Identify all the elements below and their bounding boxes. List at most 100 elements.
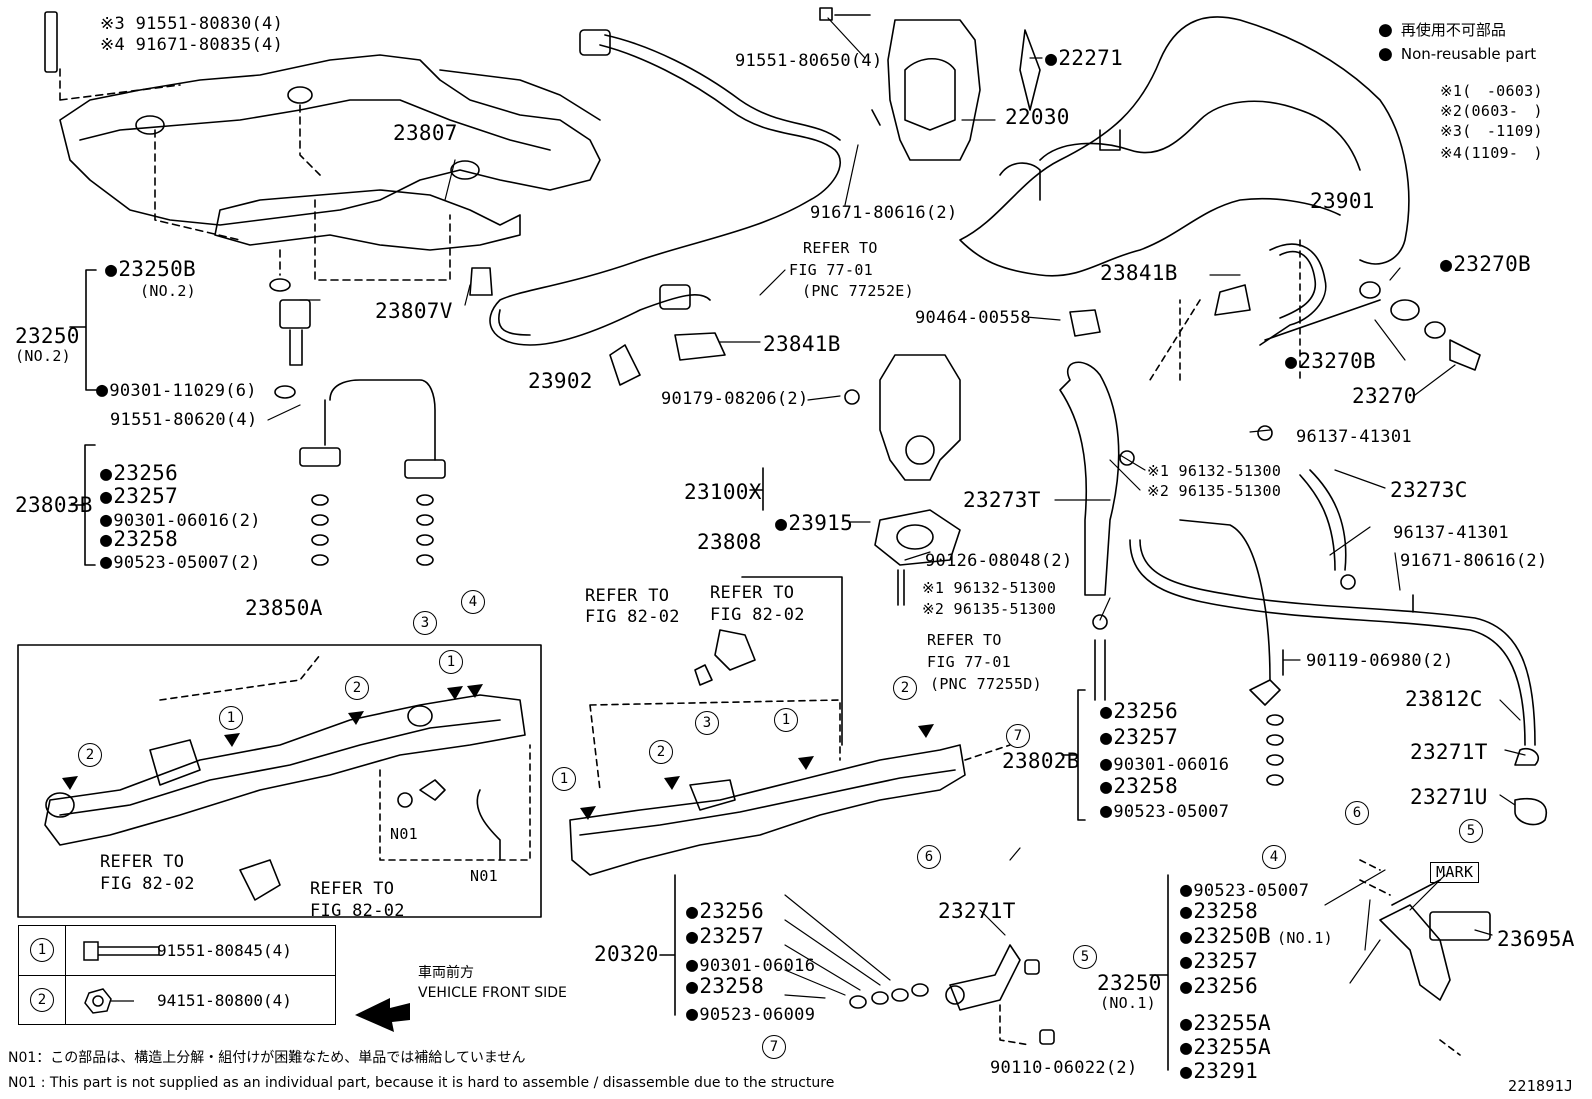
legend-text-ja: 再使用不可部品: [1400, 21, 1506, 39]
part-label: 22030: [1005, 105, 1070, 129]
box-23850A: [17, 644, 542, 918]
part-label: 23257: [1180, 950, 1258, 973]
part-label: 96137-41301: [1393, 523, 1509, 543]
part-label: 23257: [1100, 726, 1178, 749]
part-label: ※1 96132-51300: [922, 579, 1057, 597]
injector-rail-upper: [59, 54, 601, 226]
part-label: 90523-05007: [1180, 880, 1309, 901]
part-label: 23250B: [1180, 925, 1271, 948]
part-label: 90179-08206(2): [661, 389, 809, 409]
legend-text-en: Non-reusable part: [1400, 45, 1537, 63]
callout-1: 1: [439, 650, 463, 674]
part-label: N01: [470, 867, 498, 885]
part-label: 90110-06022(2): [990, 1058, 1138, 1078]
key-row: 2 94151-80800(4): [19, 975, 335, 1025]
part-label: 91671-80616(2): [810, 203, 958, 223]
part-label: 90301-06016(2): [100, 510, 261, 531]
callout-1: 1: [219, 706, 243, 730]
key-part-number: 94151-80800(4): [157, 991, 292, 1010]
key-callout: 1: [30, 938, 54, 962]
part-label: 23257: [686, 925, 764, 948]
callout-2: 2: [893, 676, 917, 700]
bullet-icon: ●: [1378, 20, 1393, 40]
part-label: 23271T: [938, 899, 1016, 923]
part-label: 23258: [686, 975, 764, 998]
note-ja: N01：この部品は、構造上分解・組付けが困難なため、単品では補給していません: [8, 1050, 526, 1066]
legend-non-reusable-en: ● Non-reusable part: [1378, 42, 1536, 66]
part-label: 23258: [100, 528, 178, 551]
part-label: 23256: [1100, 700, 1178, 723]
callout-2: 2: [649, 740, 673, 764]
key-callout: 2: [30, 988, 54, 1012]
part-label: REFER TO: [310, 879, 395, 899]
callout-7: 7: [1006, 724, 1030, 748]
part-label: REFER TO: [585, 586, 670, 606]
part-label: 90523-05007: [1100, 801, 1229, 822]
part-label: 90464-00558: [915, 308, 1031, 328]
part-label: 23841B: [763, 332, 841, 356]
variant-4: ※4(1109- ): [1440, 144, 1543, 162]
part-label: 23256: [686, 900, 764, 923]
part-label: 23803B: [15, 493, 93, 517]
part-label: FIG 82-02: [585, 607, 680, 627]
part-label: (NO.1): [1277, 929, 1333, 947]
callout-4: 4: [461, 590, 485, 614]
part-label: 23255A: [1180, 1012, 1271, 1035]
part-label: REFER TO: [927, 631, 1002, 649]
part-label: 23802B: [1002, 749, 1080, 773]
key-part-number: 91551-80845(4): [157, 941, 292, 960]
key-num-cell: 1: [19, 926, 66, 975]
legend-non-reusable-ja: ● 再使用不可部品: [1378, 18, 1536, 42]
fuel-hose-23902: [489, 44, 841, 346]
throttle-body: [887, 19, 981, 161]
part-label: 23256: [1180, 975, 1258, 998]
callout-5: 5: [1073, 945, 1097, 969]
part-label: 23850A: [245, 596, 323, 620]
part-label: ※2 96135-51300: [922, 600, 1057, 618]
part-label: (NO.2): [15, 347, 71, 365]
part-label: 23100X: [684, 480, 762, 504]
part-label: 20320: [594, 942, 659, 966]
part-label: FIG 82-02: [310, 901, 405, 921]
part-label: 90301-11029(6): [96, 380, 257, 401]
part-label: 23291: [1180, 1060, 1258, 1083]
part-label: N01: [390, 825, 418, 843]
part-label: 23915: [775, 512, 853, 535]
part-label: 91551-80650(4): [735, 51, 883, 71]
nut-icon: [84, 988, 134, 1014]
part-label: 23250B: [105, 258, 196, 281]
part-label: 23250: [15, 324, 80, 348]
callout-1: 1: [552, 767, 576, 791]
fuel-pipe-23812C: [1129, 539, 1526, 746]
part-label: 22271: [1045, 47, 1123, 70]
part-label: ※4 91671-80835(4): [100, 35, 284, 55]
part-label: FIG 77-01: [789, 261, 873, 279]
callout-6: 6: [1345, 801, 1369, 825]
note-en: N01 : This part is not supplied as an in…: [8, 1075, 835, 1091]
variant-3: ※3( -1109): [1440, 122, 1543, 140]
part-label: 23255A: [1180, 1036, 1271, 1059]
part-label: 23270B: [1440, 253, 1531, 276]
part-label: 90301-06016: [686, 955, 815, 976]
callout-3: 3: [695, 711, 719, 735]
part-label: 90523-05007(2): [100, 552, 261, 573]
legend: ● 再使用不可部品 ● Non-reusable part: [1378, 18, 1536, 66]
part-label: 23273C: [1390, 478, 1468, 502]
part-label: 23258: [1100, 775, 1178, 798]
callout-2: 2: [78, 743, 102, 767]
part-label: 91671-80616(2): [1400, 551, 1548, 571]
vehicle-front-ja: 車両前方: [418, 965, 474, 981]
callout-4: 4: [1262, 845, 1286, 869]
part-label: (NO.2): [140, 282, 196, 300]
part-label: ※3 91551-80830(4): [100, 14, 284, 34]
part-label: REFER TO: [710, 583, 795, 603]
callout-7: 7: [762, 1035, 786, 1059]
bullet-icon: ●: [1378, 44, 1393, 64]
part-label: 23256: [100, 462, 178, 485]
vehicle-front-en: VEHICLE FRONT SIDE: [418, 985, 567, 1001]
bolt-icon: [83, 941, 160, 961]
variant-1: ※1( -0603): [1440, 82, 1543, 100]
part-label: ※1 96132-51300: [1147, 462, 1282, 480]
part-label: REFER TO: [803, 239, 878, 257]
